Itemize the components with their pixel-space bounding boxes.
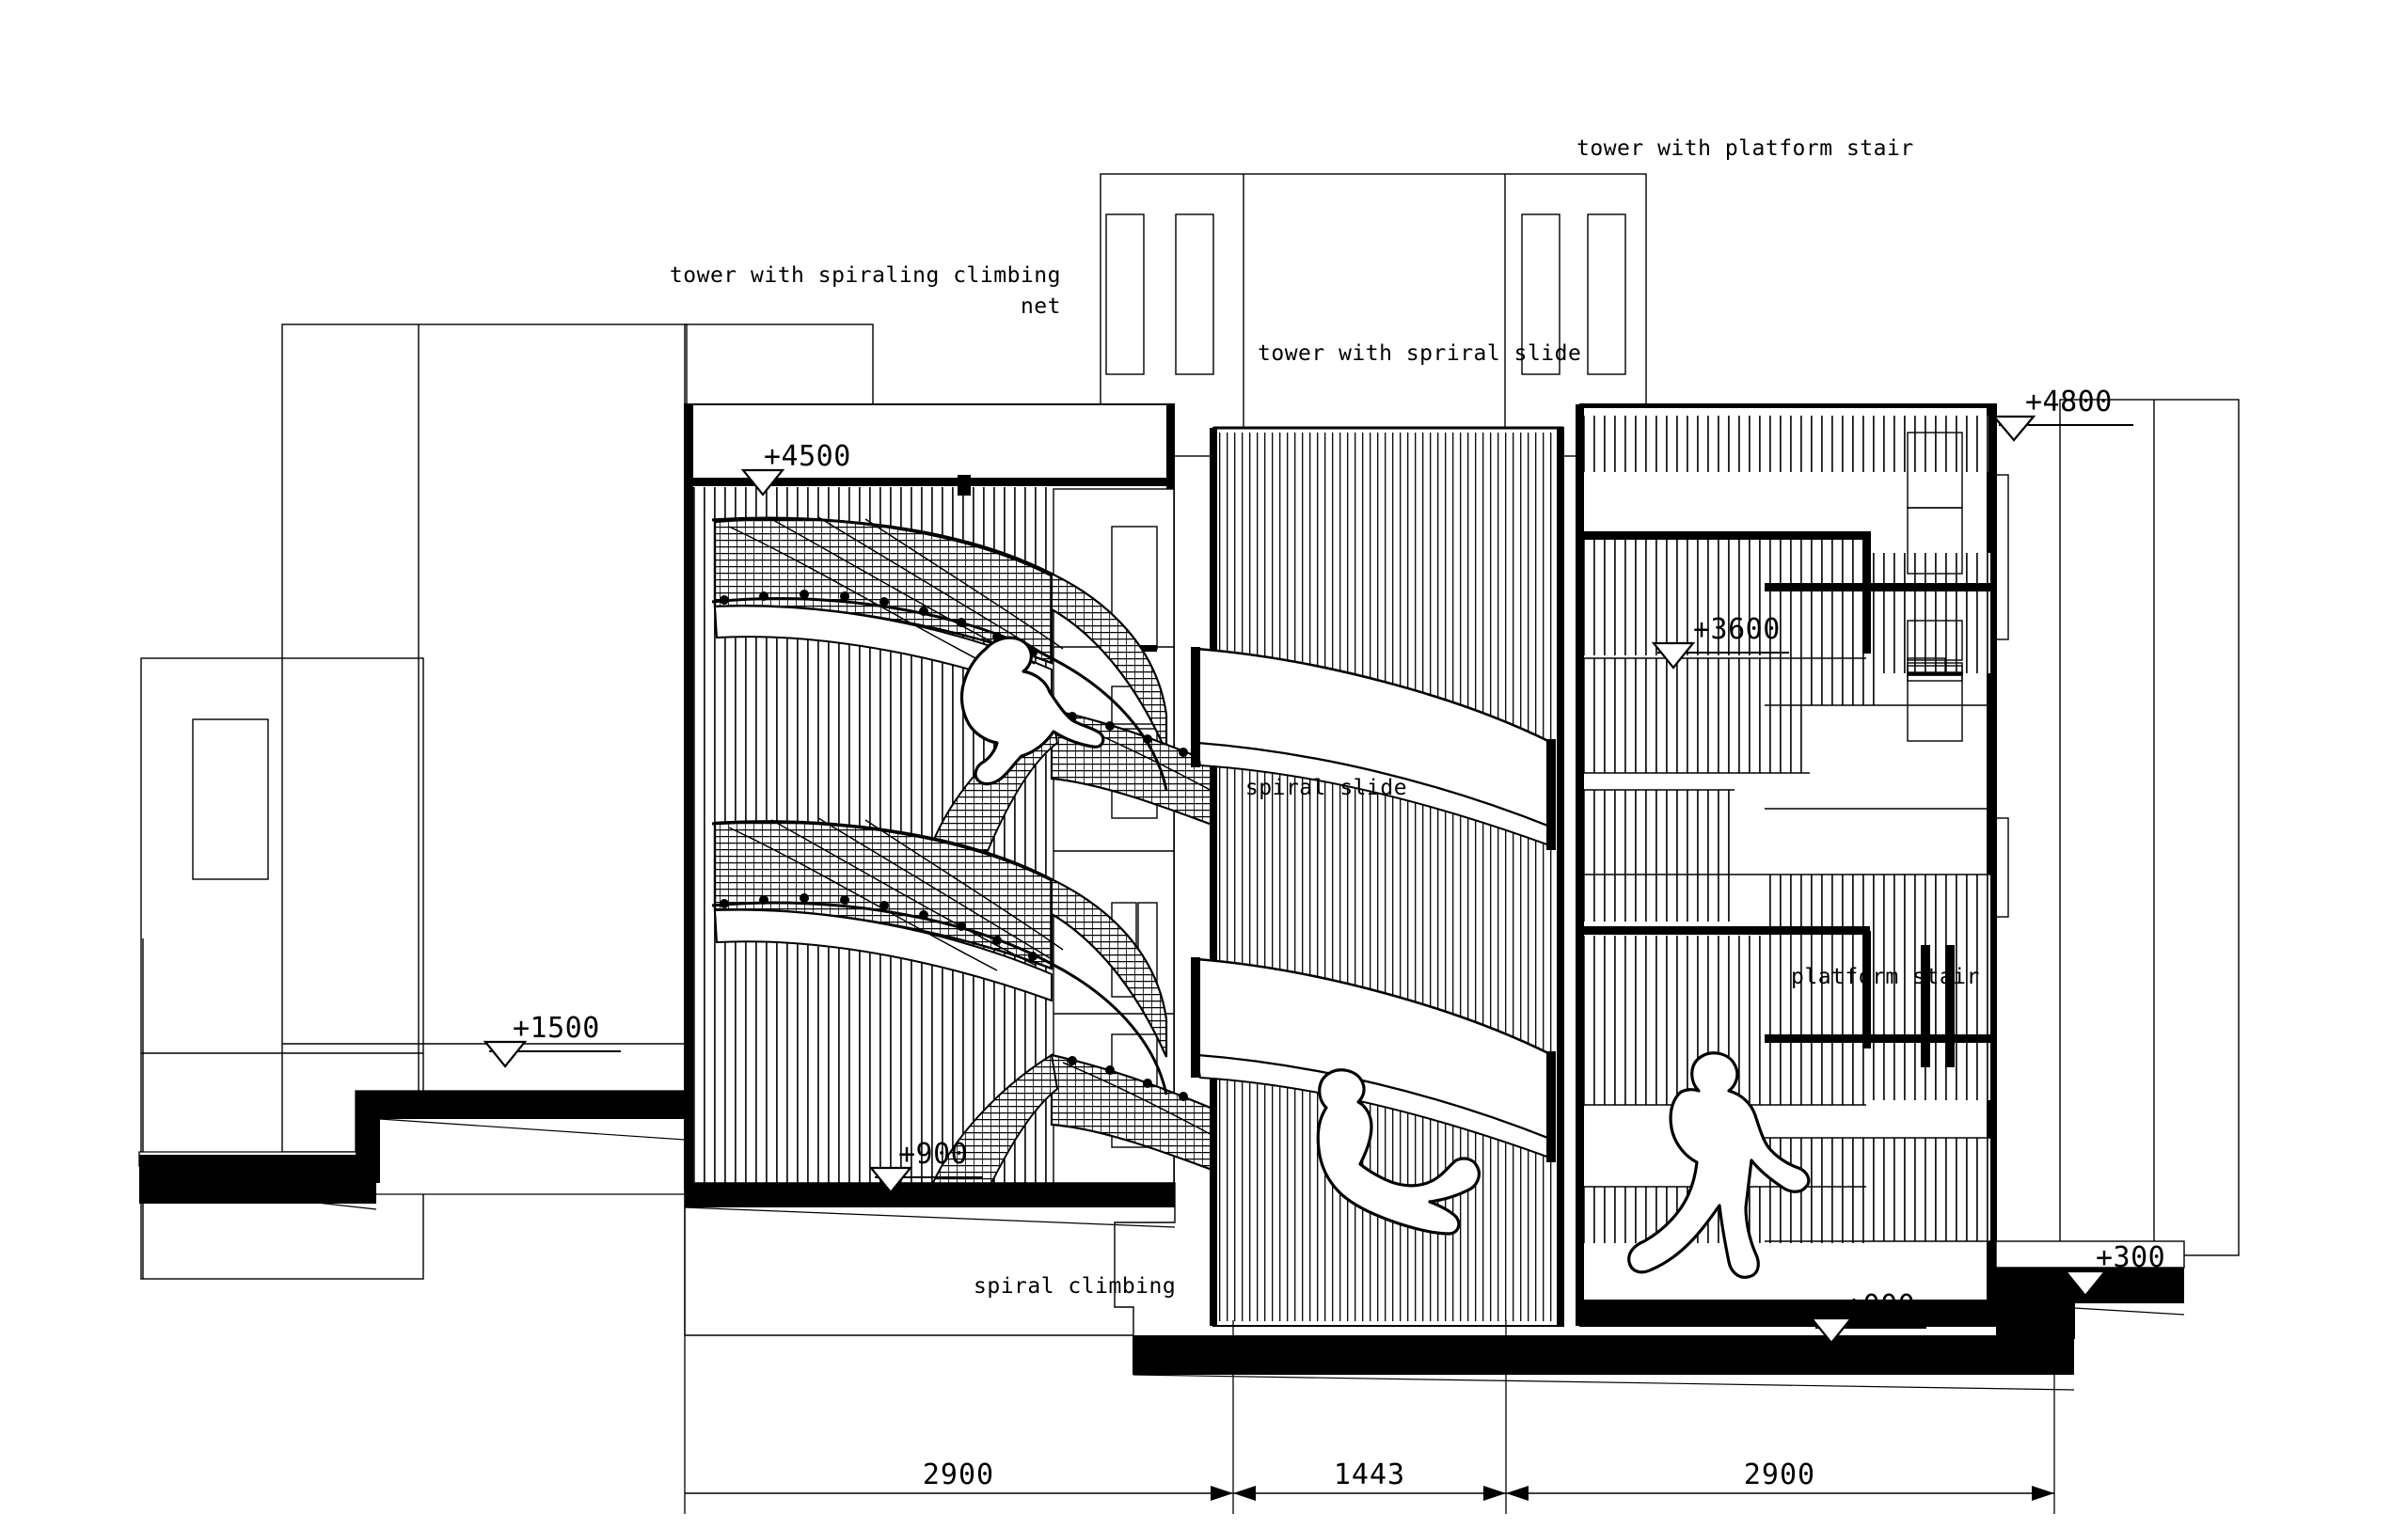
stair-thin-lines <box>1584 432 1990 1242</box>
elevation-marker-3600: +3600 <box>1651 613 1789 670</box>
tower-platform-stair: platform stair <box>1576 403 1997 1327</box>
dimension-chain <box>684 1187 2055 1514</box>
stair-step-edges <box>1580 531 1996 1326</box>
elevation-text-3600: +3600 <box>1693 613 1781 646</box>
figure-child-walking <box>1627 1051 1811 1279</box>
elevation-text-4500: +4500 <box>764 440 851 473</box>
label-tower-climbing-net-line2: net <box>1021 294 1061 319</box>
label-tower-climbing-net-line1: tower with spiraling climbing <box>670 263 1061 288</box>
elevation-text-000: +000 <box>1846 1289 1915 1322</box>
elevation-marker-000: +000 <box>1809 1289 1926 1345</box>
slide-chutes <box>1191 647 1556 1162</box>
dimension-text-center: 1443 <box>1334 1458 1405 1491</box>
ground-slab-main <box>1133 1300 2075 1391</box>
elevation-text-4800: +4800 <box>2025 386 2113 418</box>
elevation-marker-4500: +4500 <box>740 440 870 497</box>
elevation-marker-300: +300 <box>2063 1241 2182 1298</box>
elevation-text-300: +300 <box>2096 1241 2165 1274</box>
figure-child-climbing <box>959 636 1105 786</box>
label-spiral-climbing: spiral climbing <box>974 1274 1176 1299</box>
baluster-right <box>1945 945 1955 1067</box>
elevation-text-900: +900 <box>898 1138 968 1171</box>
dimension-text-left: 2900 <box>923 1458 994 1491</box>
label-spiral-slide: spiral slide <box>1245 776 1407 800</box>
tower-climbing-net <box>684 403 1234 1206</box>
label-tower-platform-stair: tower with platform stair <box>1576 136 1914 161</box>
figure-child-sliding <box>1316 1068 1481 1236</box>
elevation-text-1500: +1500 <box>513 1012 600 1045</box>
label-platform-stair: platform stair <box>1791 965 1980 989</box>
tower-spiral-slide: spiral slide <box>1191 426 1564 1327</box>
elevation-marker-4800: +4800 <box>1991 386 2133 442</box>
elevation-marker-900: +900 <box>868 1138 983 1194</box>
elevation-marker-1500: +1500 <box>483 1012 621 1068</box>
lower-plinth-left <box>684 1182 1176 1336</box>
net-rope-edge <box>711 516 1188 1101</box>
label-tower-spiral-slide: tower with spriral slide <box>1258 341 1581 366</box>
baluster-left <box>1921 945 1930 1067</box>
dimension-text-right: 2900 <box>1744 1458 1815 1491</box>
